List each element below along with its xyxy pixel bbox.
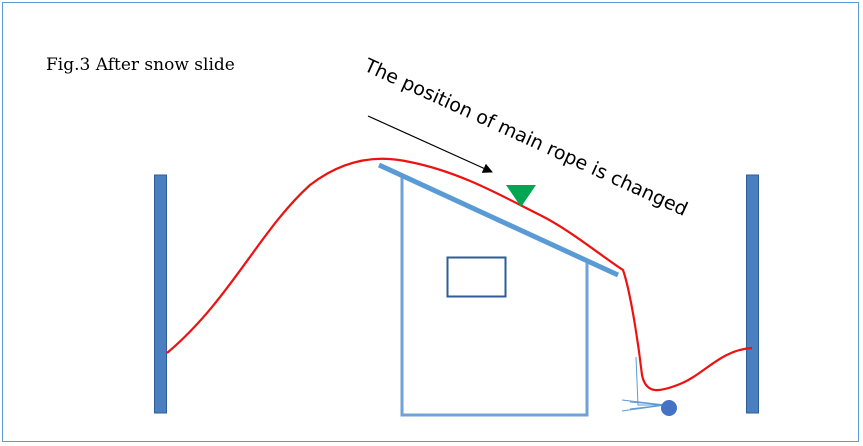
marker-triangle-icon: [506, 185, 536, 207]
house-body: [400, 177, 589, 417]
left-pole: [154, 174, 167, 414]
right-pole: [746, 174, 759, 414]
figure-title: Fig.3 After snow slide: [46, 55, 235, 75]
figure-frame: [2, 2, 859, 442]
window: [446, 256, 507, 298]
roof: [377, 162, 620, 278]
main-rope: [166, 157, 753, 392]
anchor-dot-icon: [661, 400, 677, 416]
slide-arrow: [367, 115, 493, 173]
guide-rope: [635, 356, 665, 406]
